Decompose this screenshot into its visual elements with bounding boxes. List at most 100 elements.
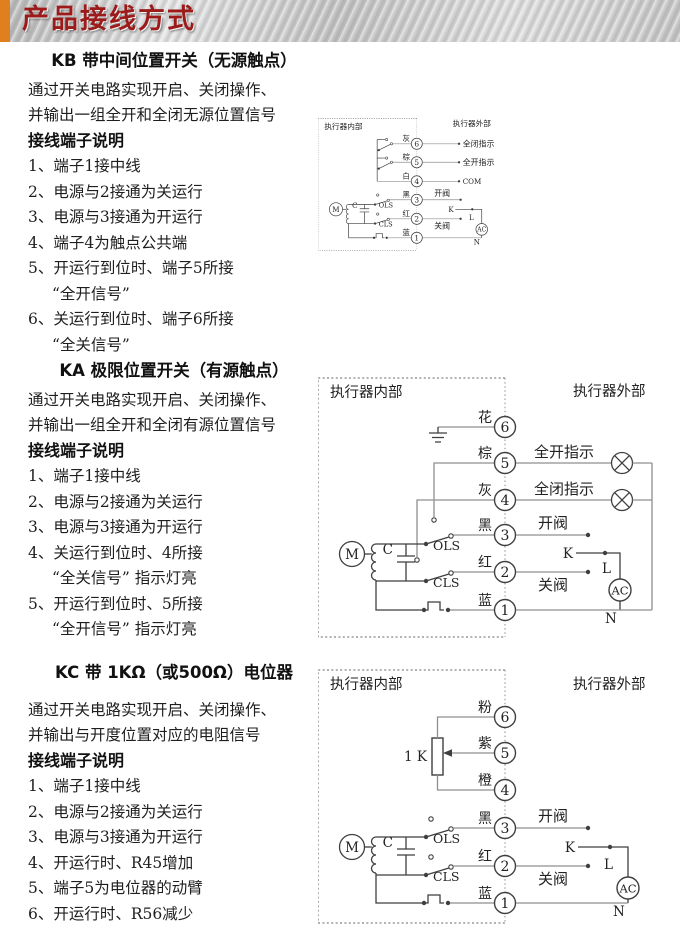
svg-text:3: 3 [414, 195, 419, 204]
kc-item-2: 2、电源与2接通为关运行 [28, 802, 203, 821]
section-kc-text: KC 带 1KΩ（或500Ω）电位器 通过开关电路实现开启、关闭操作、 并输出与… [28, 662, 320, 927]
kc-desc-line2: 并输出与开度位置对应的电阻信号 [28, 726, 261, 744]
svg-text:M: M [345, 547, 359, 563]
kb-wiring-diagram: 执行器内部 执行器外部 M C [318, 118, 495, 251]
ka-terminals: 6 5 4 3 2 1 [493, 415, 517, 622]
kb-closed-indicator-label: 全闭指示 [463, 138, 495, 148]
svg-text:棕: 棕 [478, 446, 492, 462]
kb-open-indicator-label: 全开指示 [463, 157, 495, 167]
kb-item-4: 4、端子4为触点公共端 [28, 233, 188, 252]
ka-item-4b: “全关信号” 指示灯亮 [52, 569, 197, 587]
kc-potentiometer: 1 K [404, 716, 494, 791]
kb-external: 全闭指示 全开指示 COM 开阀 关阀 K L AC N [422, 138, 495, 247]
kb-item-6b: “全关信号” [52, 335, 130, 354]
ka-item-3: 3、电源与3接通为开运行 [28, 518, 203, 536]
svg-text:M: M [332, 205, 339, 214]
kb-position-switches [376, 138, 393, 182]
ka-ac-source: AC [610, 584, 628, 598]
kc-k-switch-label: K [565, 840, 576, 856]
ka-motor: M [338, 540, 377, 581]
kc-close-valve-label: 关阀 [538, 870, 568, 888]
kc-desc-line1: 通过开关电路实现开启、关闭操作、 [28, 701, 277, 719]
kc-open-valve-label: 开阀 [538, 807, 568, 825]
kb-motor: M [329, 202, 349, 224]
kb-wire-labels: 灰 棕 白 黑 红 蓝 [403, 134, 411, 237]
kc-capacitor: C [383, 835, 415, 875]
kb-terminals: 6 5 4 3 2 1 [410, 137, 423, 244]
page-title: 产品接线方式 [22, 4, 196, 35]
kb-n-label: N [474, 238, 480, 247]
kb-item-5: 5、开运行到位时、端子5所接 [28, 259, 234, 277]
ka-ols-switch: OLS [376, 533, 460, 553]
kc-subhead: 接线端子说明 [28, 751, 125, 770]
svg-text:紫: 紫 [478, 736, 492, 752]
kb-thermal-protector [348, 223, 388, 239]
kb-open-valve-label: 开阀 [434, 189, 450, 198]
kb-external-label: 执行器外部 [453, 118, 492, 128]
svg-text:2: 2 [501, 859, 510, 875]
svg-text:5: 5 [501, 746, 510, 762]
svg-text:3: 3 [501, 821, 510, 837]
svg-text:蓝: 蓝 [478, 886, 492, 902]
ka-k-switch-label: K [563, 546, 574, 562]
svg-text:白: 白 [403, 172, 410, 181]
kc-item-3: 3、电源与3接通为开运行 [28, 828, 203, 846]
svg-text:1: 1 [414, 233, 419, 242]
kb-cls-switch: CLS [348, 212, 393, 229]
svg-text:5: 5 [501, 456, 510, 472]
kc-external-label: 执行器外部 [573, 676, 646, 693]
svg-text:灰: 灰 [478, 483, 492, 499]
kc-external: 开阀 关阀 K L AC N [516, 807, 640, 920]
ka-item-5b: “全开信号” 指示灯亮 [52, 620, 197, 638]
svg-text:1: 1 [501, 896, 510, 912]
svg-text:CLS: CLS [433, 575, 459, 590]
kc-item-5: 5、端子5为电位器的动臂 [28, 879, 203, 897]
svg-text:OLS: OLS [379, 202, 394, 210]
ka-close-valve-label: 关阀 [538, 576, 568, 594]
ka-boundary: 执行器内部 执行器外部 [318, 377, 646, 638]
kc-item-6: 6、开运行时、R56减少 [28, 904, 194, 923]
svg-text:1: 1 [501, 603, 510, 619]
svg-text:6: 6 [414, 139, 419, 148]
ka-capacitor: C [383, 542, 415, 581]
kc-cls-switch: CLS [376, 854, 459, 884]
kb-close-valve-label: 关阀 [434, 220, 450, 230]
ka-external: 全开指示 全闭指示 开阀 关阀 K L AC N [516, 443, 653, 627]
svg-text:红: 红 [403, 209, 411, 218]
ka-ground [429, 426, 494, 443]
header-orange-bar [0, 0, 10, 42]
header-banner: 产品接线方式 [0, 0, 680, 42]
kc-motor: M [338, 833, 377, 874]
svg-text:C: C [383, 835, 393, 851]
ka-item-1: 1、端子1接中线 [28, 467, 141, 485]
ka-closed-indicator-label: 全闭指示 [534, 480, 594, 498]
svg-text:4: 4 [414, 177, 419, 186]
svg-text:4: 4 [501, 783, 510, 799]
svg-text:5: 5 [414, 158, 419, 167]
kc-n-label: N [613, 904, 625, 920]
ka-subhead: 接线端子说明 [28, 441, 125, 460]
svg-text:M: M [345, 840, 359, 856]
kb-internal-label: 执行器内部 [324, 121, 363, 131]
svg-text:黑: 黑 [478, 811, 492, 827]
svg-text:CLS: CLS [433, 869, 459, 884]
kc-thermal-protector [375, 873, 451, 906]
kc-wiper-arrow [443, 749, 452, 757]
svg-text:橙: 橙 [478, 773, 492, 789]
kc-item-4: 4、开运行时、R45增加 [28, 853, 194, 872]
svg-text:2: 2 [501, 565, 510, 581]
kb-item-3: 3、电源与3接通为开运行 [28, 208, 203, 226]
ka-open-valve-label: 开阀 [538, 514, 568, 532]
section-kc-title: KC 带 1KΩ（或500Ω）电位器 [55, 663, 293, 682]
kb-item-2: 2、电源与2接通为关运行 [28, 182, 203, 201]
kc-boundary: 执行器内部 执行器外部 [318, 669, 646, 924]
kb-capacitor: C [352, 201, 370, 224]
kb-ac-source: AC [476, 227, 486, 234]
svg-text:OLS: OLS [433, 831, 460, 846]
kb-ols-switch: OLS [348, 193, 394, 210]
svg-text:红: 红 [478, 849, 492, 865]
kb-desc-line2: 并输出一组全开和全闭无源位置信号 [28, 106, 277, 124]
kb-com-label: COM [463, 177, 482, 186]
svg-text:灰: 灰 [403, 134, 410, 143]
ka-item-4: 4、关运行到位时、4所接 [28, 543, 203, 562]
